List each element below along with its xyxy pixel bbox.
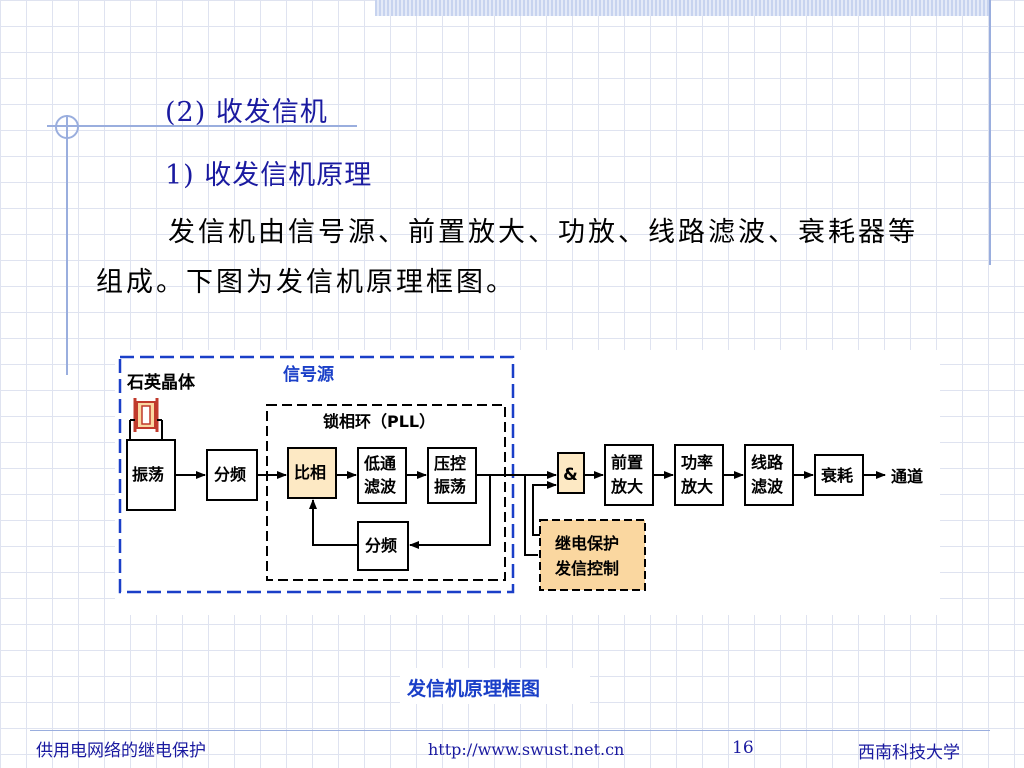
phase-compare-block: [287, 447, 337, 499]
pll-label: 锁相环（PLL）: [323, 412, 435, 431]
signal-source-label: 信号源: [283, 364, 334, 385]
relay-control-block: [539, 519, 646, 591]
phase-compare-label: 比相: [294, 463, 326, 482]
oscillator-label: 振荡: [132, 465, 164, 484]
crystal-icon: [129, 398, 163, 440]
footer-page-number: 16: [732, 738, 754, 758]
connector-lines: [175, 471, 886, 556]
divider-label-2: 分频: [365, 536, 397, 555]
channel-label: 通道: [891, 467, 923, 486]
subsection-heading: 1) 收发信机原理: [165, 160, 373, 191]
pll-box: [266, 404, 506, 581]
preamp-label-1: 前置: [611, 453, 643, 472]
caption-backdrop: [400, 668, 590, 704]
and-gate-label: &: [563, 465, 578, 485]
footer-university: 西南科技大学: [858, 743, 960, 763]
footer-url[interactable]: http://www.swust.net.cn: [428, 740, 625, 759]
diagram-panel: 信号源 石英晶体 锁相环（PLL） 振荡 分频: [115, 350, 940, 615]
power-amp-block: [674, 444, 724, 506]
transmitter-block-diagram: 信号源 石英晶体 锁相环（PLL） 振荡 分频: [118, 355, 923, 594]
right-decor-line: [989, 0, 991, 265]
preamp-label-2: 放大: [610, 477, 643, 496]
vco-label-1: 压控: [434, 454, 466, 473]
footer-course-title: 供用电网络的继电保护: [36, 741, 206, 761]
vco-label-2: 振荡: [434, 477, 466, 496]
decor-circle: [55, 115, 79, 139]
line-filter-label-1: 线路: [751, 453, 784, 472]
body-paragraph: 发信机由信号源、前置放大、功放、线路滤波、衰耗器等组成。下图为发信机原理框图。: [96, 217, 918, 298]
power-amp-label-1: 功率: [681, 453, 713, 472]
attenuator-label: 衰耗: [820, 466, 853, 485]
footer-divider: [30, 730, 990, 731]
line-filter-label-2: 滤波: [751, 477, 784, 496]
vco-block: [427, 447, 477, 504]
power-amp-label-2: 放大: [680, 477, 713, 496]
diagram-caption: 发信机原理框图: [407, 678, 541, 700]
lowpass-label-1: 低通: [363, 454, 396, 473]
and-gate-block: [557, 452, 585, 494]
section-heading: (2) 收发信机: [165, 97, 328, 128]
divider-label-1: 分频: [214, 465, 246, 484]
relay-control-label-1: 继电保护: [555, 534, 619, 553]
lowpass-filter-block: [357, 447, 407, 504]
left-decor-vline: [66, 115, 68, 375]
divider-block-2: [357, 521, 409, 571]
relay-control-label-2: 发信控制: [554, 559, 619, 578]
attenuator-block: [814, 454, 864, 496]
top-decor-band: [375, 0, 990, 16]
line-filter-block: [744, 444, 794, 506]
left-decor-hline: [47, 125, 357, 127]
crystal-label: 石英晶体: [126, 372, 196, 393]
lowpass-label-2: 滤波: [364, 477, 397, 496]
